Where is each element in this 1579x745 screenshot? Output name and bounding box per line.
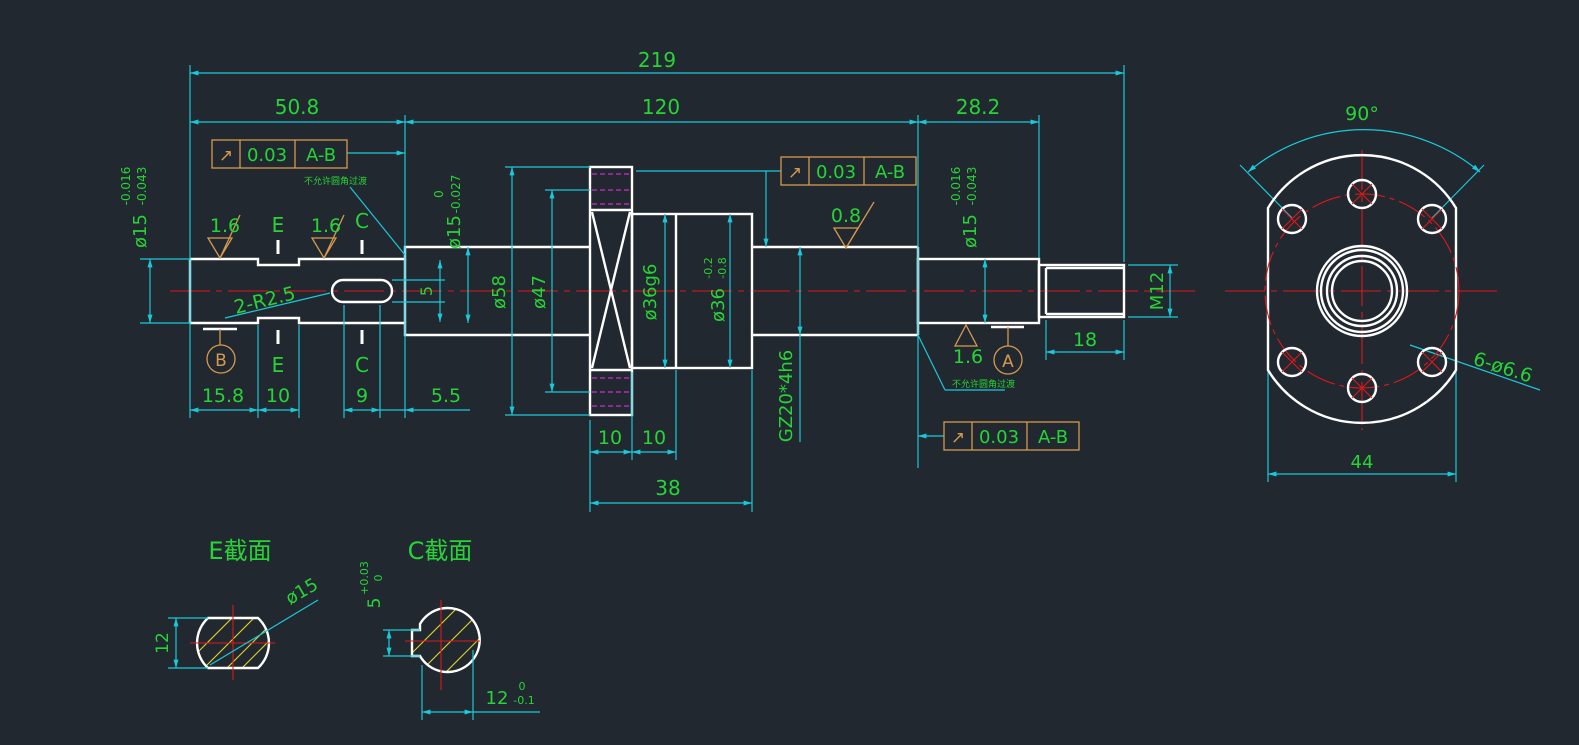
section-e-dia: ø15 (282, 574, 322, 609)
dim-9: 9 (356, 385, 368, 407)
section-marks (276, 240, 364, 344)
datum-a-label: A (1002, 352, 1014, 372)
tolerance-frame-1 (211, 139, 348, 169)
section-mark-e-bottom: E (272, 353, 285, 377)
datum-b-circle (206, 344, 236, 374)
dim-dia-58: ø58 (489, 275, 510, 309)
roughness-symbols (206, 201, 979, 347)
dim-flange-holes: 6-ø6.6 (1470, 348, 1535, 388)
tf2-datum: A-B (875, 162, 905, 183)
section-c-depth: 12 (486, 688, 509, 709)
datum-b-label: B (215, 351, 227, 371)
dim-dia-36-tol-up: -0.2 (702, 257, 715, 278)
dim-keyway-width: 5 (417, 286, 436, 296)
section-e-title: E截面 (208, 537, 271, 565)
center-lines (170, 150, 1500, 430)
tf3-datum: A-B (1038, 427, 1068, 448)
dim-flange-thk-2: 10 (642, 427, 666, 449)
tolerance-frame-2 (780, 156, 917, 186)
dimension-texts: 219 50.8 120 28.2 90° 44 6-ø6.6 38 10 10… (119, 48, 1535, 709)
section-mark-c-bottom: C (355, 353, 369, 377)
dim-keyway-radius: 2-R2.5 (232, 282, 298, 318)
flange-end-view (1264, 153, 1460, 425)
section-e-flat: 12 (153, 632, 173, 654)
section-c-title: C截面 (408, 537, 473, 565)
tf3-symbol: ↗ (951, 428, 965, 448)
dim-middle: 120 (642, 95, 680, 119)
tf2-symbol: ↗ (788, 163, 802, 183)
dim-dia-15-mid: ø15 (444, 215, 465, 249)
section-c-view (383, 600, 540, 720)
section-mark-e-top: E (272, 213, 285, 237)
nut-body (630, 212, 754, 370)
roughness-3: 0.8 (831, 205, 861, 227)
tf3-value: 0.03 (979, 427, 1019, 448)
roughness-1: 1.6 (210, 215, 240, 237)
dim-dia-15-left-tol-up: -0.016 (119, 167, 133, 206)
dim-dia-36g6: ø36g6 (640, 264, 661, 321)
dim-screw-spec: GZ20*4h6 (776, 350, 797, 443)
section-mark-c-top: C (355, 209, 369, 233)
dim-dia-15-mid-tol-low: -0.027 (449, 175, 463, 214)
dim-18: 18 (1073, 329, 1097, 351)
tf1-datum: A-B (306, 145, 336, 166)
dim-dia-15-right-tol-low: -0.043 (965, 167, 979, 206)
dim-dia-36-tol-low: -0.8 (716, 257, 729, 278)
section-c-depth-tol-low: -0.1 (513, 694, 534, 707)
dim-nut-length: 38 (655, 476, 680, 500)
dim-flange-angle: 90° (1345, 103, 1379, 125)
section-c-depth-tol-up: 0 (519, 680, 526, 693)
dim-thread: M12 (1147, 272, 1168, 310)
section-c-slot-tol-up: +0.03 (358, 561, 371, 595)
dim-dia-47: ø47 (529, 275, 550, 309)
dim-dia-15-mid-tol-up: 0 (432, 190, 446, 198)
datum-a-circle (993, 345, 1023, 375)
tolerance-frame-3 (943, 421, 1080, 451)
note-no-fillet-1: 不允许圆角过渡 (304, 175, 367, 187)
dim-5-5: 5.5 (431, 385, 461, 407)
flange-hidden-holes (592, 173, 630, 407)
tf1-value: 0.03 (247, 145, 287, 166)
dim-dia-15-right: ø15 (960, 214, 981, 248)
roughness-2: 1.6 (311, 215, 341, 237)
keyway (330, 278, 394, 304)
dim-10: 10 (266, 385, 290, 407)
dim-dia-36: ø36 (708, 288, 729, 322)
dim-flange-width: 44 (1351, 452, 1374, 473)
section-c-slot-tol-low: 0 (372, 575, 385, 582)
dim-dia-15-left: ø15 (130, 214, 151, 248)
roughness-4: 1.6 (953, 346, 983, 368)
tf2-value: 0.03 (816, 162, 856, 183)
section-e-view (168, 599, 319, 680)
dim-overall: 219 (638, 48, 676, 72)
note-no-fillet-2: 不允许圆角过渡 (952, 378, 1015, 390)
dim-dia-15-left-tol-low: -0.043 (135, 167, 149, 206)
dim-15-8: 15.8 (202, 385, 244, 407)
section-c-slot: 5 (365, 598, 385, 609)
dim-flange-thk-1: 10 (598, 427, 622, 449)
dim-left: 50.8 (275, 95, 320, 119)
tf1-symbol: ↗ (219, 146, 233, 166)
dim-dia-15-right-tol-up: -0.016 (949, 167, 963, 206)
dimension-lines (140, 65, 1541, 512)
dim-right: 28.2 (956, 95, 1001, 119)
